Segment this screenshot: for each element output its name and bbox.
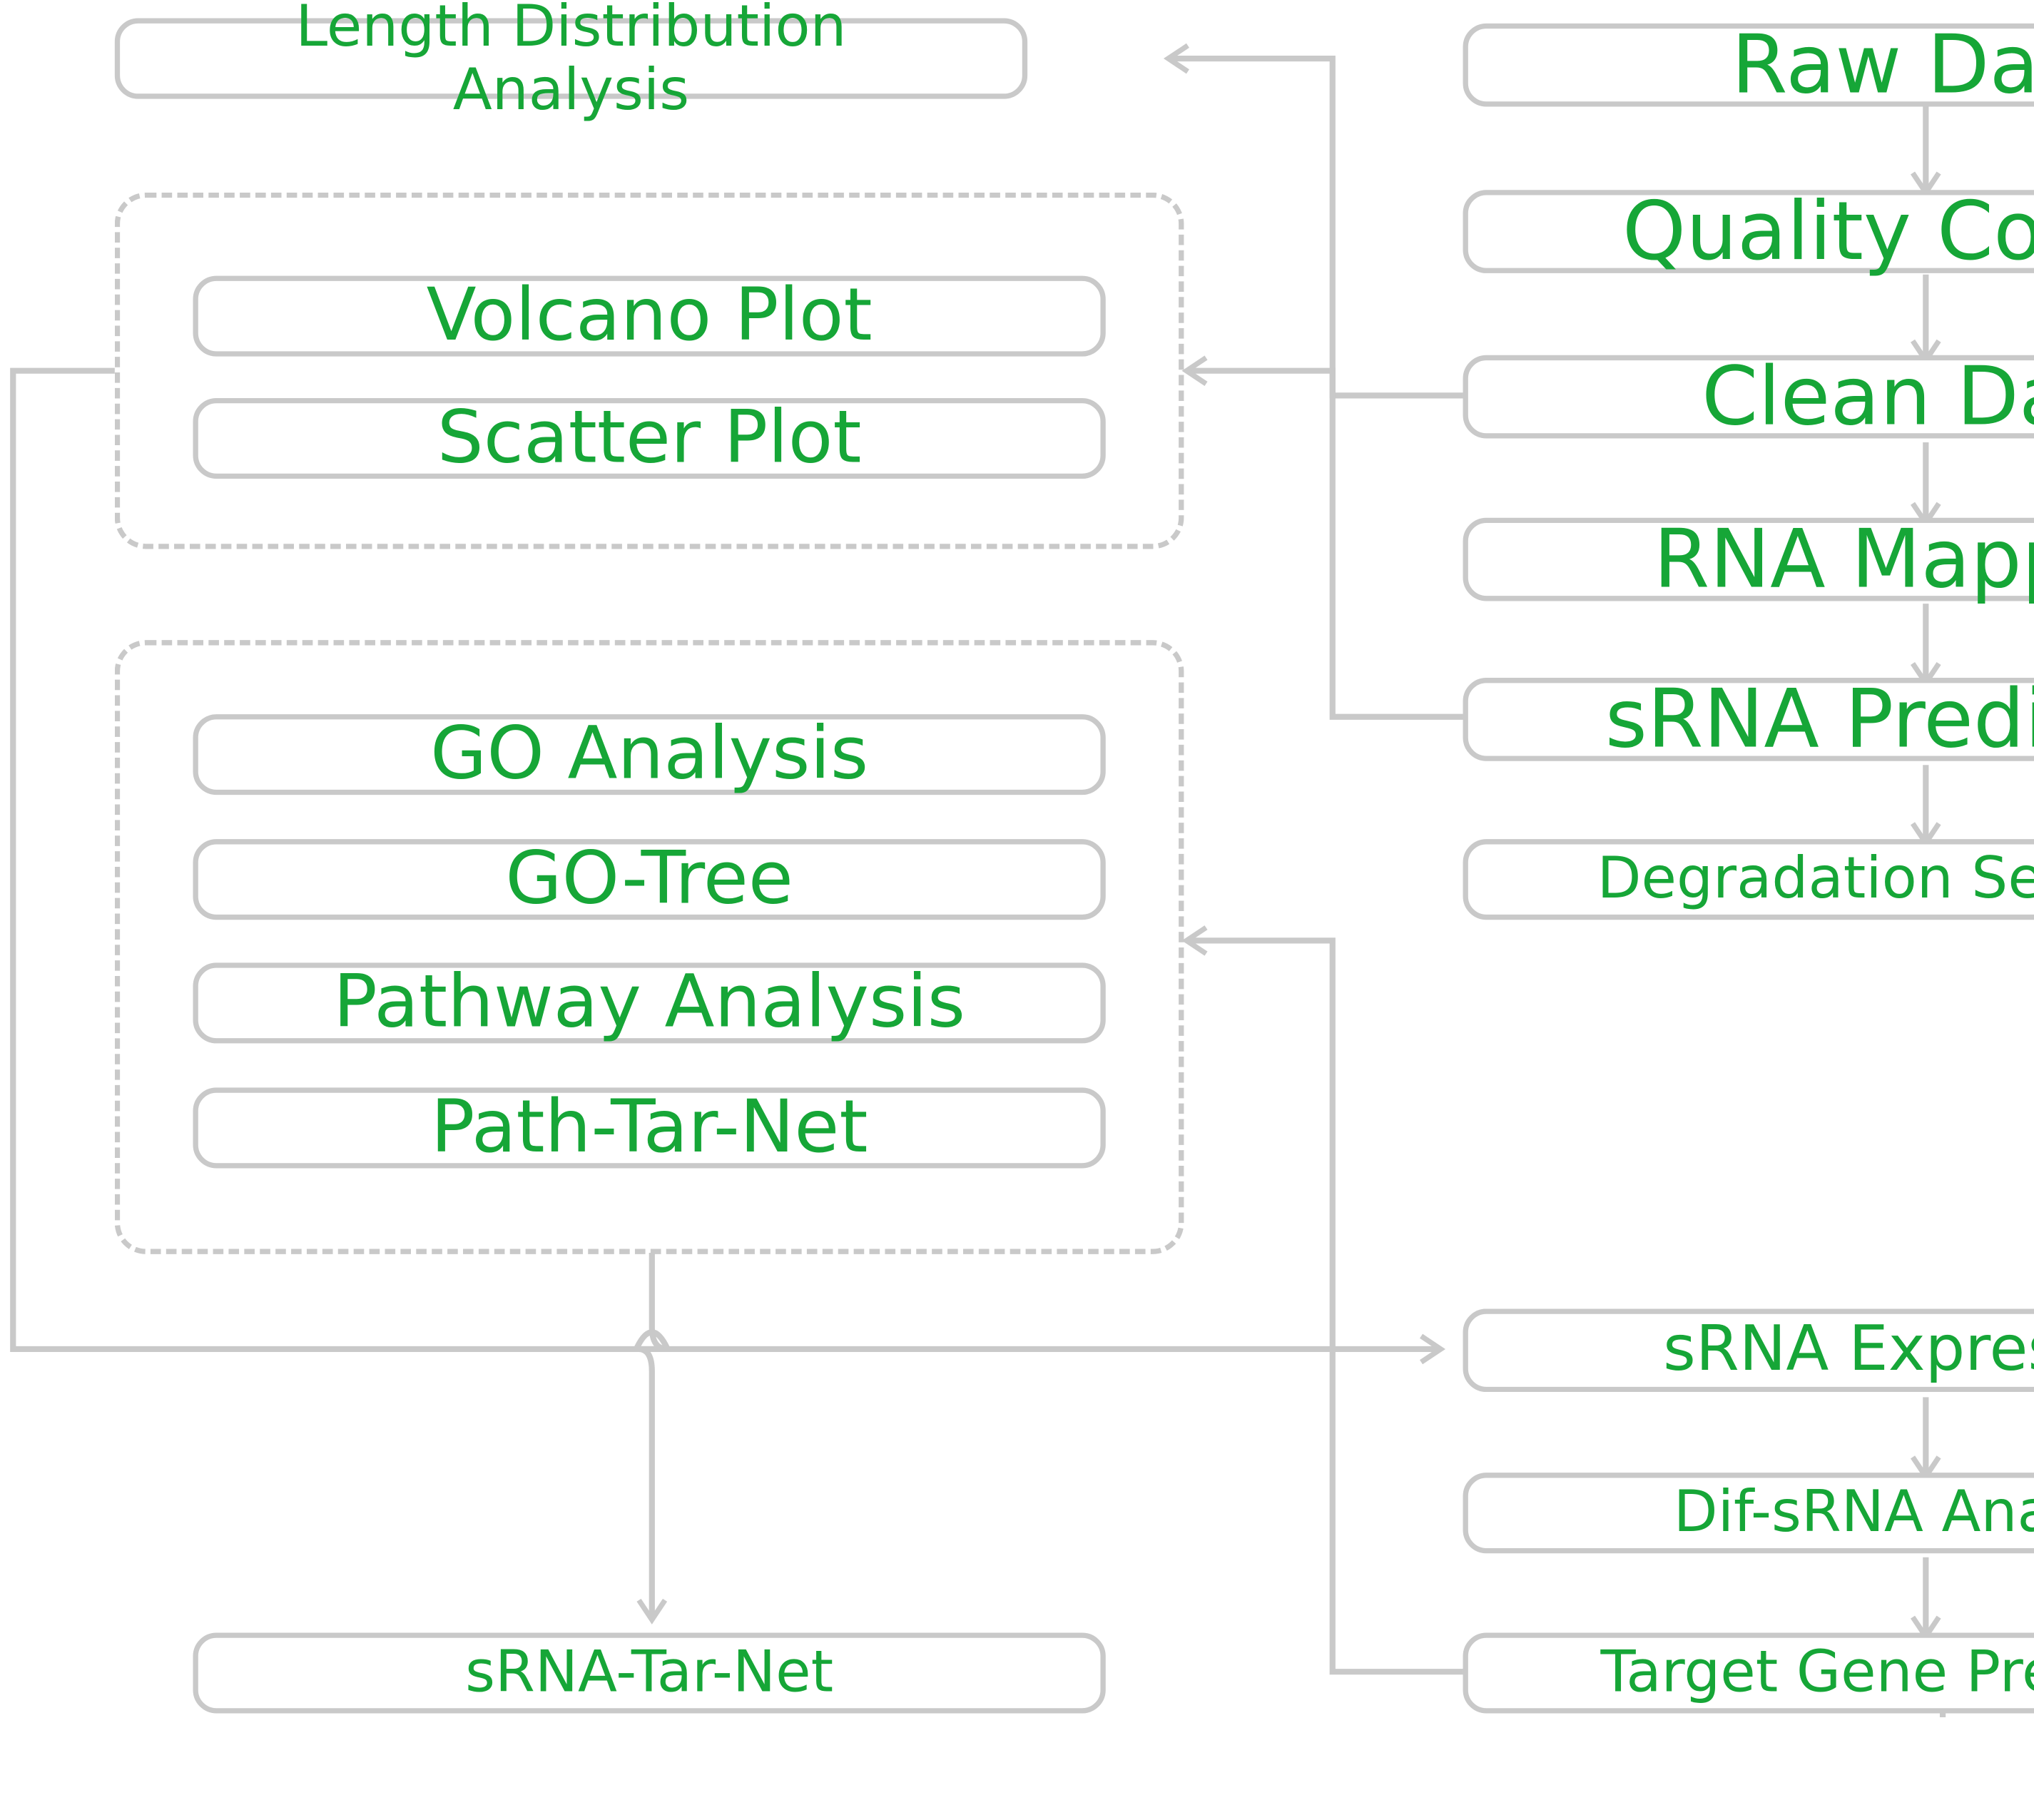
edge-enrichment-to-srnatarnet [636,1253,668,1625]
group-plots [114,192,1184,549]
edge-enrichment-vert-hop [634,1329,671,1351]
node-raw-data[interactable]: Raw Data [1463,19,2034,110]
node-length-distribution-analysis[interactable]: Length Distribution Analysis [114,0,1028,123]
node-volcano-plot[interactable]: Volcano Plot [193,274,1106,357]
node-clean-date[interactable]: Clean Date [1463,351,2034,442]
node-scatter-plot[interactable]: Scatter Plot [193,397,1106,479]
node-degradation-sequence[interactable]: Degradation Sequence [1463,839,2034,920]
node-dif-srna-analysis[interactable]: Dif-sRNA Analysis [1463,1473,2034,1554]
node-go-tree[interactable]: GO-Tree [193,838,1106,920]
node-pathway-analysis[interactable]: Pathway Analysis [193,961,1106,1044]
node-quality-control[interactable]: Quality Control [1463,186,2034,276]
node-srna-tar-net[interactable]: sRNA-Tar-Net [193,1632,1106,1714]
node-srna-prediction[interactable]: sRNA Prediction [1463,674,2034,764]
node-rna-mapping[interactable]: RNA Mapping [1463,514,2034,604]
node-path-tar-net[interactable]: Path-Tar-Net [193,1086,1106,1169]
group-enrichment [114,640,1184,1254]
edge-clean-to-lengthdist [1163,43,1463,399]
flowchart-canvas: Length Distribution Analysis Volcano Plo… [10,0,2034,1717]
node-go-analysis[interactable]: GO Analysis [193,713,1106,795]
edge-srnapred-to-plots [1181,355,1463,720]
edge-target-to-enrichment [1181,925,1463,1675]
node-srna-expression[interactable]: sRNA Expression [1463,1308,2034,1393]
node-target-gene-prediction[interactable]: Target Gene Prediction [1463,1632,2034,1714]
